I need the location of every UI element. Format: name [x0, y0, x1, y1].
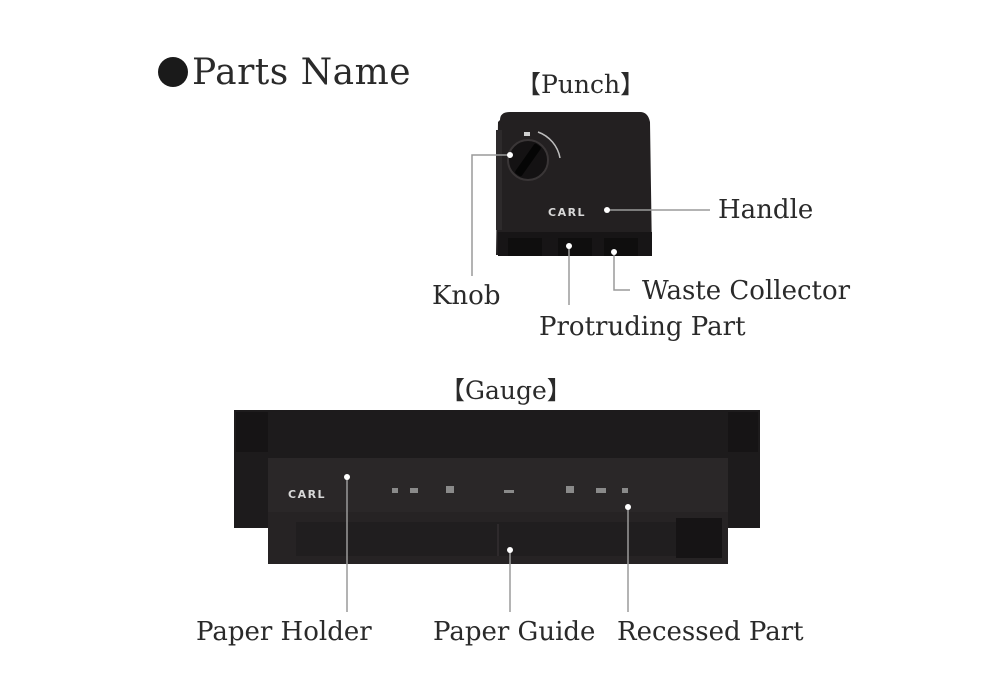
label-paper-guide: Paper Guide [433, 617, 596, 647]
label-handle: Handle [718, 195, 814, 225]
gauge-leader-lines [346, 477, 629, 612]
gauge-leader-dots [344, 474, 631, 553]
punch-illustration: CARL [496, 112, 652, 256]
label-waste-collector: Waste Collector [642, 276, 851, 306]
label-recessed-part: Recessed Part [617, 617, 804, 647]
punch-brand-text: CARL [548, 206, 586, 219]
punch-leader-lines [471, 154, 710, 305]
bullet-icon [158, 57, 188, 87]
label-knob: Knob [432, 281, 501, 311]
gauge-illustration: CARL [234, 410, 760, 564]
gauge-brand-text: CARL [288, 488, 326, 501]
gauge-heading: 【Gauge】 [440, 376, 572, 405]
punch-heading: 【Punch】 [516, 70, 646, 99]
knob-icon [507, 131, 561, 181]
page-title: Parts Name [158, 55, 411, 91]
label-paper-holder: Paper Holder [196, 617, 372, 647]
gauge-markers [392, 486, 628, 493]
punch-leader-dots [507, 152, 617, 255]
label-protruding-part: Protruding Part [539, 312, 746, 342]
page-title-text: Parts Name [192, 52, 412, 93]
